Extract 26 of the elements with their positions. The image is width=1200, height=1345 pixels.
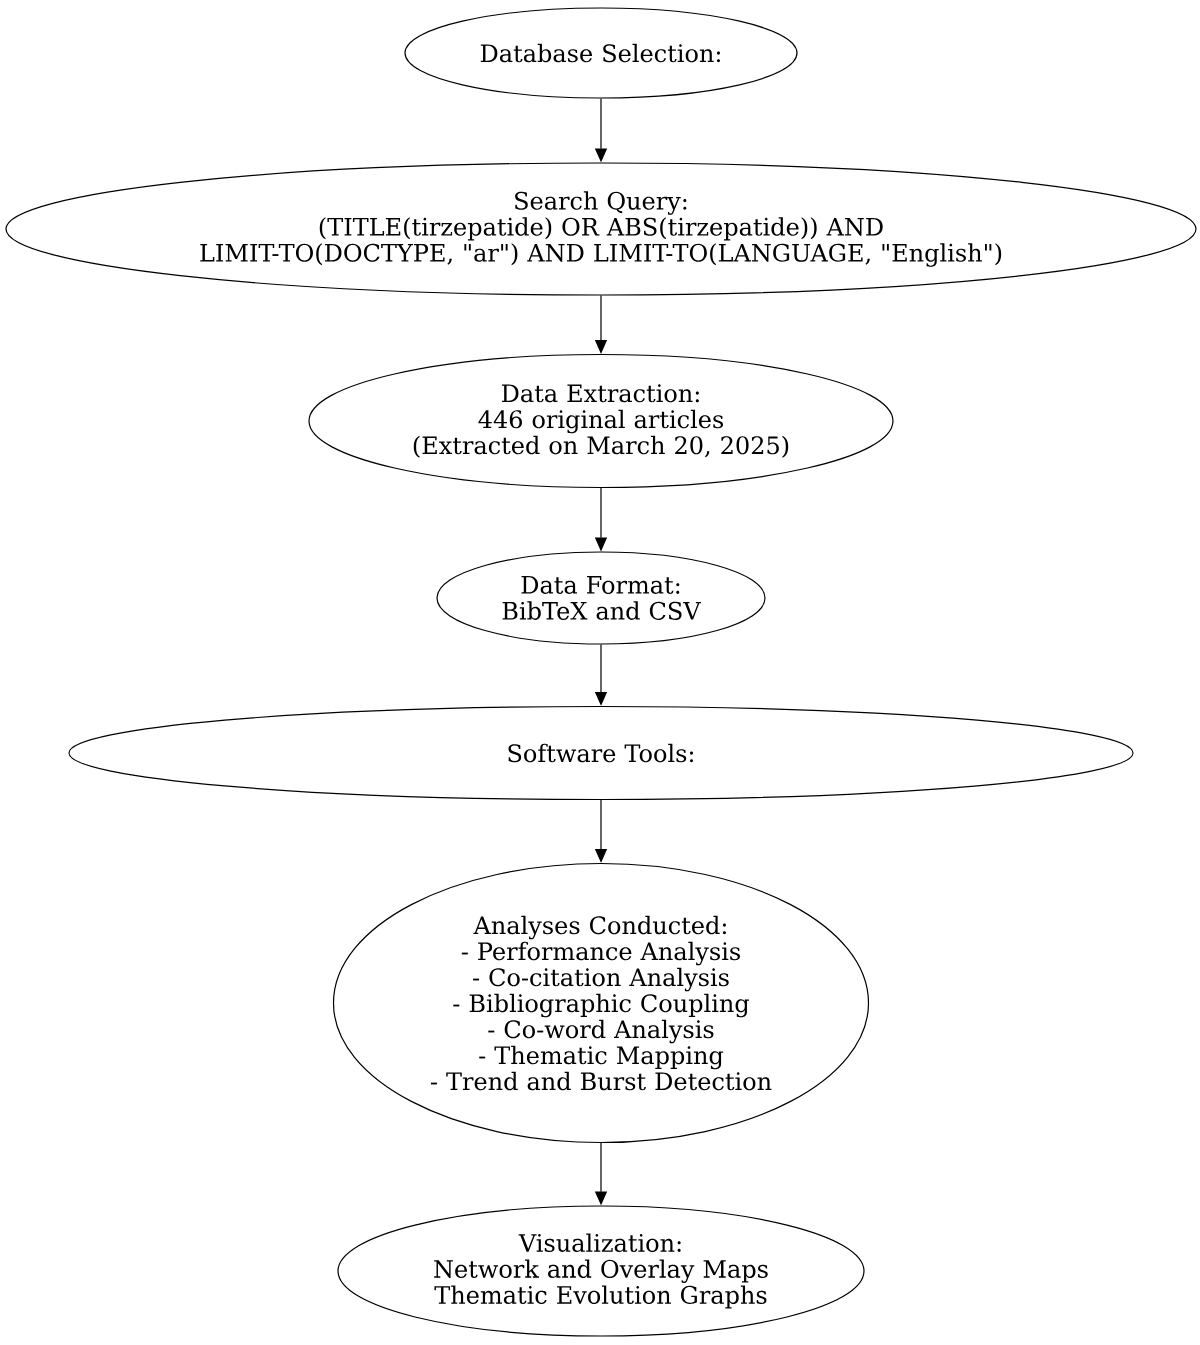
step-heading: Search Query:: [515, 191, 687, 215]
step-text: BibTeX and CSV: [502, 601, 701, 620]
step-text: - Co-word Analysis: [488, 1019, 714, 1044]
step-ellipse: [436, 551, 766, 645]
step-ellipse: [308, 353, 894, 489]
step-text: - Trend and Burst Detection: [430, 1071, 772, 1091]
step-text: - Bibliographic Coupling: [453, 993, 749, 1018]
step-ellipse: [332, 862, 870, 1144]
step-heading: Analyses Conducted:: [473, 915, 726, 940]
step-text: - Performance Analysis: [461, 941, 740, 966]
step-text: (TITLE(tirzepatide) OR ABS(tirzepatide)) AND LIMIT-TO(DOCTYPE, "ar") AND LIMIT-TO(LANGUAGE, "English"): [200, 217, 1002, 267]
step-heading: Data Format:: [521, 576, 680, 594]
step-heading: Visualization:: [518, 1233, 681, 1252]
step-ellipse: [68, 705, 1134, 801]
step-text: Database Selection:: [480, 43, 720, 63]
step-text: - Co-citation Analysis: [473, 967, 729, 992]
step-text: 446 original articles: [478, 409, 724, 434]
step-ellipse: [337, 1205, 865, 1337]
step-ellipse: [404, 7, 798, 99]
step-text: Software Tools:: [508, 743, 694, 763]
step-text: - Thematic Mapping: [479, 1045, 724, 1070]
step-text: (Extracted on March 20, 2025): [413, 435, 789, 458]
step-heading: Data Extraction:: [501, 384, 699, 403]
step-ellipse: [5, 162, 1197, 296]
step-text: Network and Overlay Maps: [434, 1259, 768, 1283]
step-text: Thematic Evolution Graphs: [434, 1285, 767, 1309]
